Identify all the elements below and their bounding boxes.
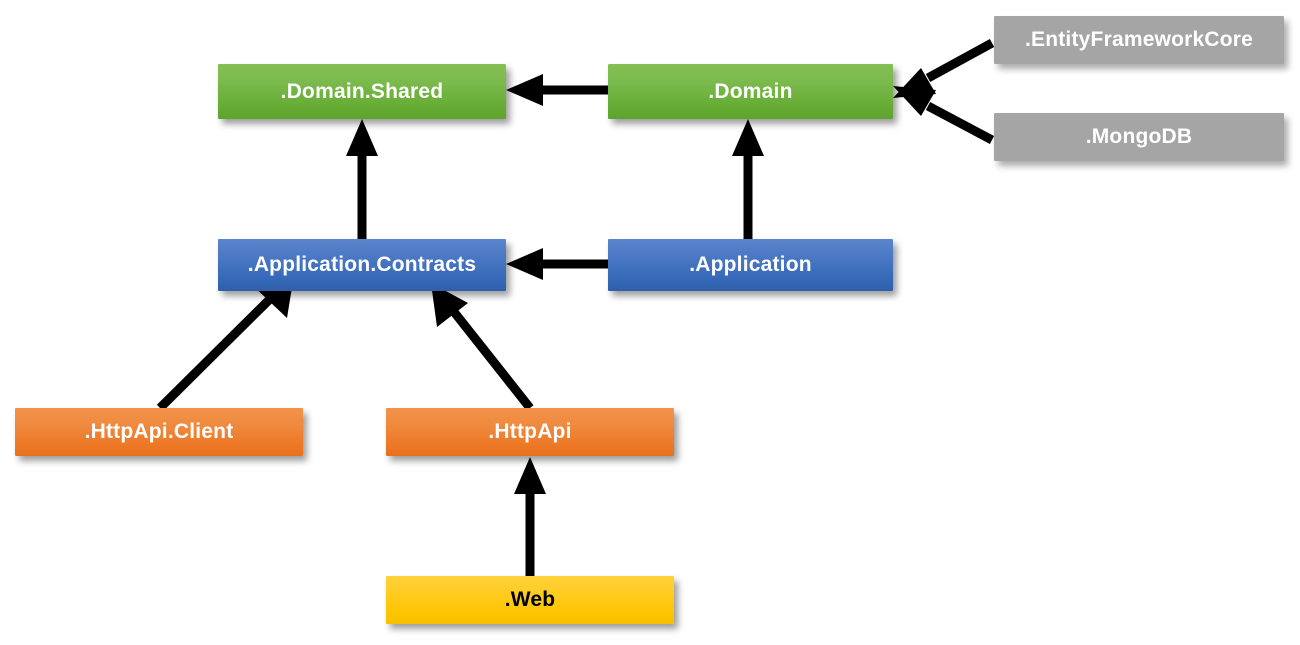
edge-application-contracts-to-domain-shared [346, 119, 378, 239]
node-label-domain-shared: .Domain.Shared [280, 79, 444, 103]
edge-application-to-application-contracts [506, 248, 608, 280]
edge-entityframeworkcore-to-domain [893, 39, 995, 98]
edge-httpapi-client-to-application-contracts [156, 275, 294, 412]
node-label-web: .Web [504, 588, 556, 611]
edge-application-to-domain [732, 119, 764, 239]
node-label-httpapi-client: .HttpApi.Client [84, 420, 234, 443]
node-label-application-contracts: .Application.Contracts [247, 253, 477, 276]
edge-web-to-httpapi [514, 457, 546, 576]
node-application-contracts[interactable]: .Application.Contracts [218, 239, 506, 291]
node-label-domain: .Domain [708, 79, 793, 103]
node-mongodb[interactable]: .MongoDB [994, 113, 1284, 161]
node-application[interactable]: .Application [608, 239, 893, 291]
edge-domain-to-domain-shared [506, 74, 608, 106]
node-label-entityframeworkcore: .EntityFrameworkCore [1024, 28, 1254, 51]
node-entityframeworkcore[interactable]: .EntityFrameworkCore [994, 16, 1284, 64]
node-label-httpapi: .HttpApi [488, 420, 572, 443]
edge-httpapi-to-application-contracts [431, 283, 534, 411]
node-domain-shared[interactable]: .Domain.Shared [218, 64, 506, 119]
node-label-mongodb: .MongoDB [1085, 125, 1193, 148]
node-label-application: .Application [689, 253, 812, 276]
node-httpapi-client[interactable]: .HttpApi.Client [15, 408, 303, 456]
node-httpapi[interactable]: .HttpApi [386, 408, 674, 456]
node-web[interactable]: .Web [386, 576, 674, 624]
edge-mongodb-to-domain [893, 86, 995, 144]
node-domain[interactable]: .Domain [608, 64, 893, 119]
